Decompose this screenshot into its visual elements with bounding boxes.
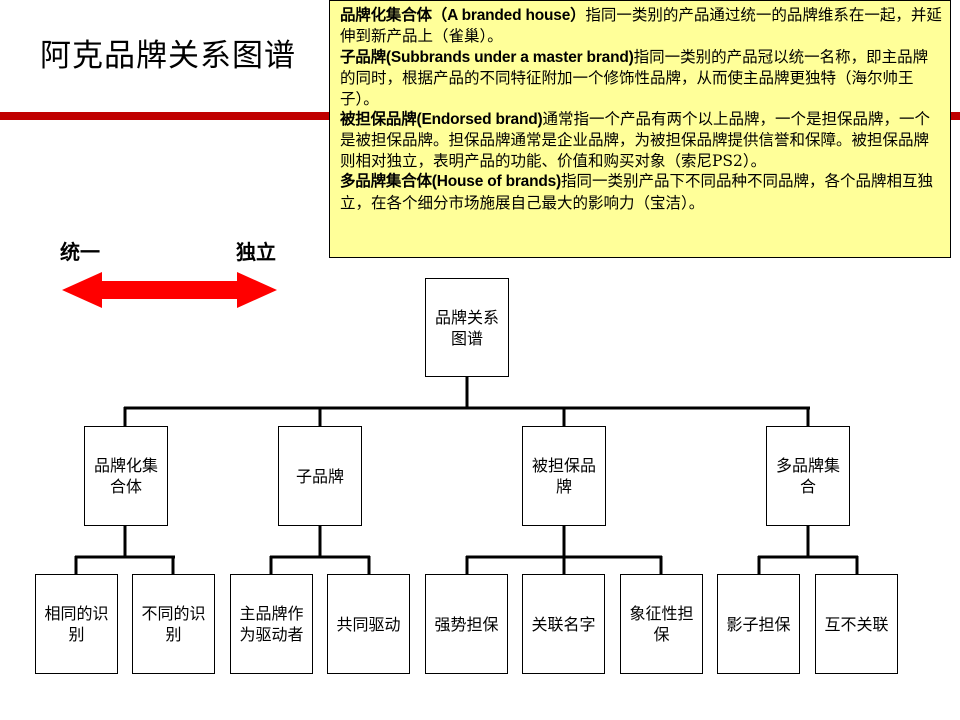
- node-linked-name: 关联名字: [522, 574, 605, 674]
- spectrum-right-label: 独立: [236, 240, 276, 264]
- node-co-drivers: 共同驱动: [327, 574, 410, 674]
- node-master-brand-driver: 主品牌作为驱动者: [230, 574, 313, 674]
- node-house-of-brands: 多品牌集合: [766, 426, 850, 526]
- page-title: 阿克品牌关系图谱: [40, 38, 296, 74]
- note-branded-house: 品牌化集合体（A branded house）指同一类别的产品通过统一的品牌维系…: [340, 6, 942, 46]
- node-root: 品牌关系图谱: [425, 278, 509, 377]
- node-shadow-endorser: 影子担保: [717, 574, 800, 674]
- node-strong-endorsement: 强势担保: [425, 574, 508, 674]
- node-not-connected: 互不关联: [815, 574, 898, 674]
- title-underline: [0, 112, 335, 120]
- note-house-of-brands: 多品牌集合体(House of brands)指同一类别产品下不同品种不同品牌，…: [340, 172, 934, 212]
- definition-note: 品牌化集合体（A branded house）指同一类别的产品通过统一的品牌维系…: [329, 0, 951, 258]
- node-endorsed-brand: 被担保品牌: [522, 426, 606, 526]
- node-token-endorsement: 象征性担保: [620, 574, 703, 674]
- node-branded-house: 品牌化集合体: [84, 426, 168, 526]
- node-subbrands: 子品牌: [278, 426, 362, 526]
- spectrum-left-label: 统一: [60, 240, 100, 264]
- note-endorsed-brand: 被担保品牌(Endorsed brand)通常指一个产品有两个以上品牌，一个是担…: [340, 110, 930, 170]
- double-arrow-icon: [62, 272, 277, 308]
- node-different-identity: 不同的识别: [132, 574, 215, 674]
- note-subbrands: 子品牌(Subbrands under a master brand)指同一类别…: [340, 47, 929, 108]
- node-same-identity: 相同的识别: [35, 574, 118, 674]
